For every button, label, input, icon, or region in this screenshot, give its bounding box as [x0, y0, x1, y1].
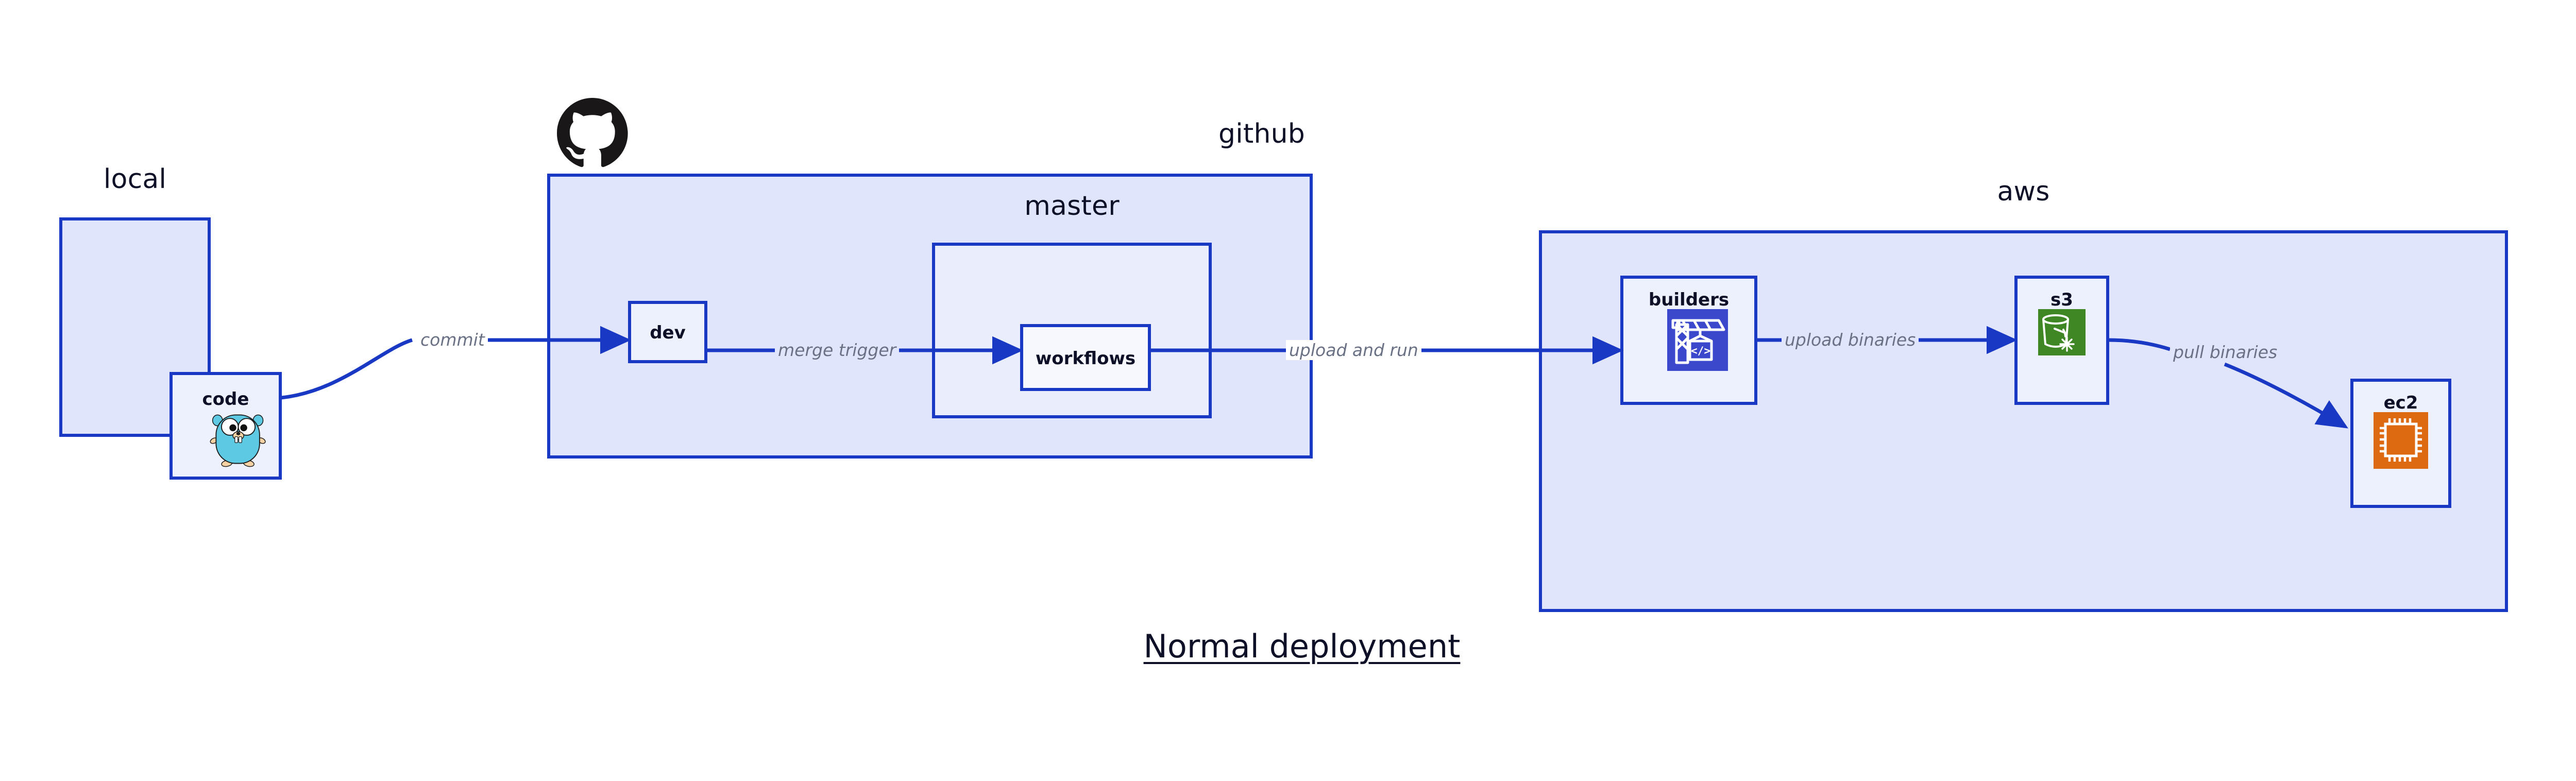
node-label-code: code [202, 389, 249, 410]
svg-text:</>: </> [1691, 345, 1710, 357]
node-label-builders: builders [1648, 290, 1730, 310]
edge-label-upload-and-run: upload and run [1286, 340, 1421, 360]
group-label-master: master [1024, 191, 1120, 222]
node-label-ec2: ec2 [2383, 393, 2418, 413]
aws-ec2-icon [2374, 412, 2428, 469]
github-octocat-logo [557, 98, 628, 167]
edge-label-pull-binaries: pull binaries [2170, 342, 2281, 362]
node-label-workflows: workflows [1035, 348, 1136, 369]
group-label-github: github [1218, 118, 1305, 149]
edge-label-upload-binaries: upload binaries [1782, 330, 1919, 350]
aws-s3-glacier-icon [2038, 309, 2086, 355]
edge-pull-binaries-a [2108, 338, 2171, 351]
group-label-aws: aws [1997, 176, 2050, 207]
aws-codebuild-icon: </> [1667, 309, 1728, 371]
diagram-title-text: Normal deployment [1143, 627, 1461, 665]
edge-commit-a [281, 338, 413, 400]
group-label-local: local [103, 164, 167, 195]
edge-label-commit: commit [417, 330, 488, 350]
edge-pull-binaries-b [2224, 362, 2348, 429]
node-label-dev: dev [650, 322, 686, 343]
edge-label-merge-trigger: merge trigger [775, 340, 900, 360]
node-box-workflows[interactable] [1020, 324, 1151, 391]
node-label-s3: s3 [2050, 290, 2073, 310]
go-gopher-icon [210, 414, 266, 467]
